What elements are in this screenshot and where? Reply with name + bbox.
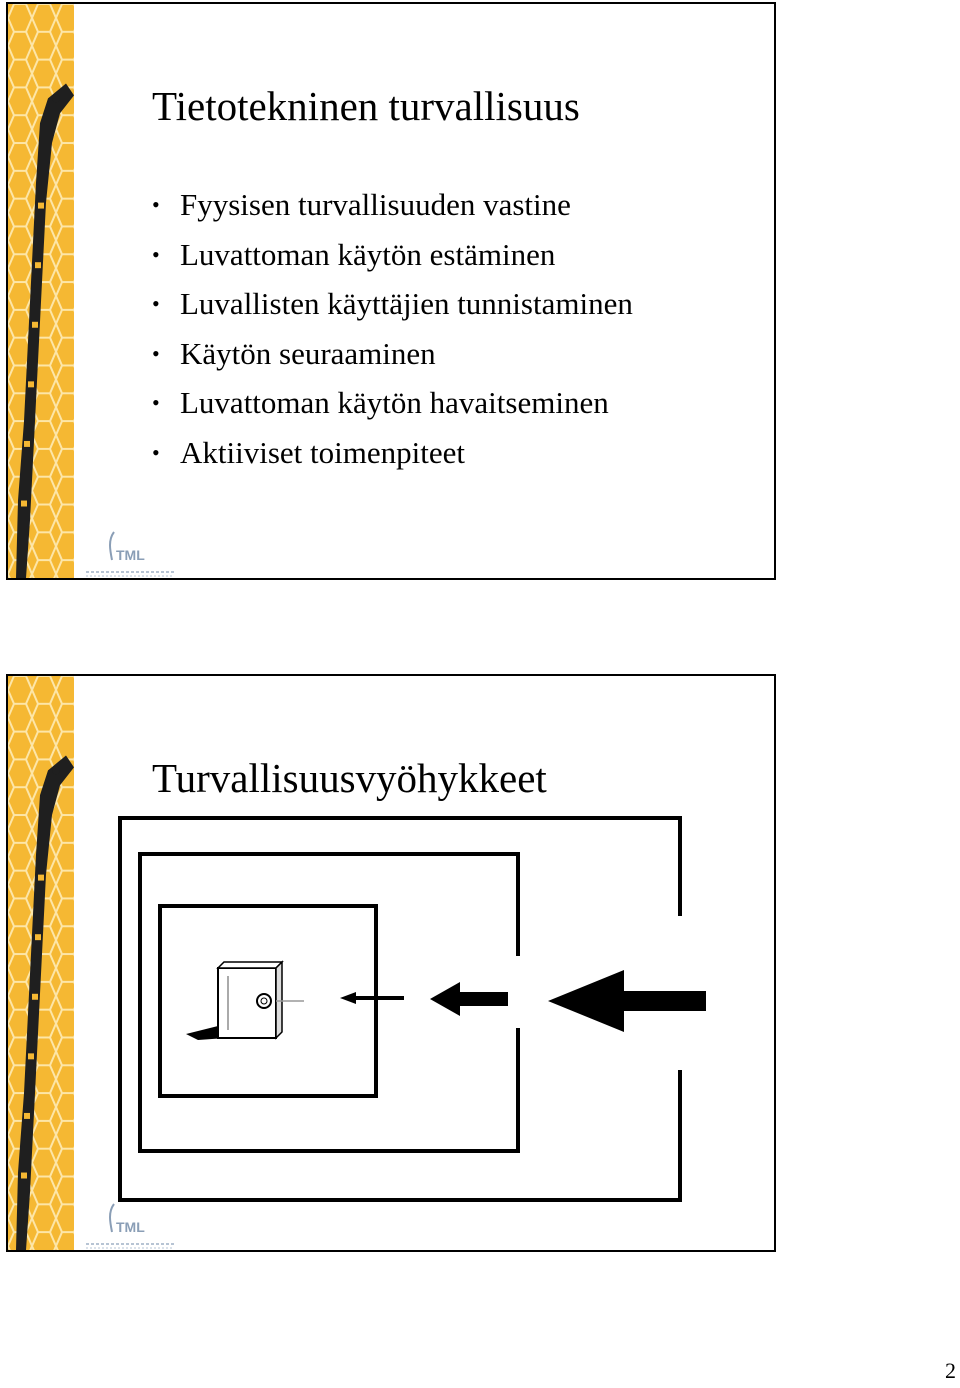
decorative-honeycomb-strip bbox=[8, 4, 74, 578]
list-item: •Luvattoman käytön estäminen bbox=[152, 236, 556, 272]
arrow-medium bbox=[430, 982, 508, 1016]
arrow-large bbox=[548, 970, 706, 1032]
list-item: •Fyysisen turvallisuuden vastine bbox=[152, 187, 571, 222]
slide-title: Tietotekninen turvallisuus bbox=[152, 83, 580, 129]
safe-icon bbox=[186, 960, 304, 1040]
list-item: •Käytön seuraaminen bbox=[152, 335, 436, 371]
inner-zone bbox=[158, 904, 378, 1098]
middle-zone bbox=[138, 852, 520, 1153]
slide-1: Tietotekninen turvallisuus •Fyysisen tur… bbox=[6, 2, 776, 580]
svg-text:TML: TML bbox=[116, 1219, 145, 1235]
slide-title: Turvallisuusvyöhykkeet bbox=[152, 755, 547, 801]
list-item: •Luvallisten käyttäjien tunnistaminen bbox=[152, 286, 633, 321]
page-number: 2 bbox=[945, 1358, 956, 1383]
security-zones-diagram bbox=[118, 816, 706, 1202]
list-item: •Luvattoman käytön havaitseminen bbox=[152, 385, 609, 420]
slide-2: Turvallisuusvyöhykkeet bbox=[6, 674, 776, 1252]
bullet-list: •Fyysisen turvallisuuden vastine •Luvatt… bbox=[152, 180, 633, 477]
decorative-honeycomb-strip bbox=[8, 676, 74, 1250]
outer-zone bbox=[118, 816, 682, 1202]
arrow-small bbox=[340, 992, 404, 1004]
tml-logo: TML bbox=[86, 531, 174, 577]
tml-logo: TML bbox=[86, 1203, 174, 1249]
svg-text:TML: TML bbox=[116, 547, 145, 563]
list-item: •Aktiiviset toimenpiteet bbox=[152, 434, 465, 470]
